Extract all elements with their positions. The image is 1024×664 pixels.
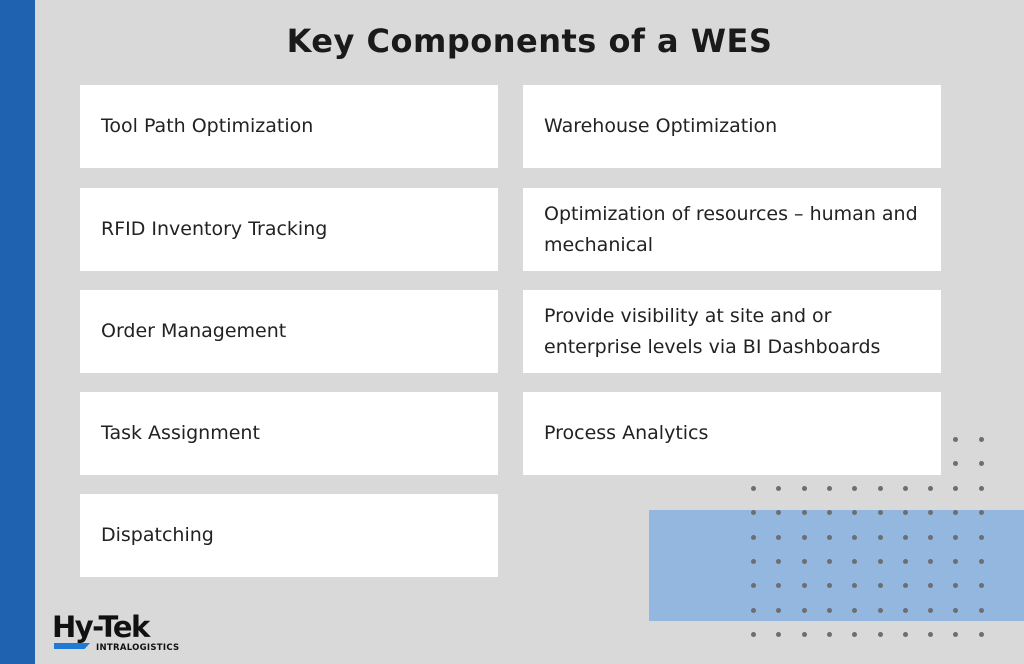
decorative-dot <box>751 485 756 491</box>
left-accent-bar <box>0 0 35 664</box>
decorative-dot <box>852 583 858 589</box>
decorative-dot <box>751 510 756 516</box>
decorative-dot <box>902 510 908 516</box>
decorative-dot <box>978 461 984 467</box>
component-label: Tool Path Optimization <box>101 115 314 137</box>
decorative-dot <box>826 510 832 516</box>
decorative-dot <box>776 632 782 638</box>
decorative-dot <box>852 632 858 638</box>
decorative-dot <box>953 583 959 589</box>
decorative-dot <box>953 559 959 564</box>
component-label: Provide visibility at site and or enterp… <box>544 304 881 358</box>
decorative-dot <box>776 583 782 589</box>
decorative-dot <box>928 534 934 540</box>
decorative-dot <box>978 559 984 564</box>
decorative-dot <box>902 534 908 540</box>
decorative-dot <box>826 607 832 613</box>
decorative-dot <box>751 607 756 613</box>
decorative-dot <box>801 607 807 613</box>
decorative-dot <box>852 510 858 516</box>
decorative-dot <box>826 485 832 491</box>
decorative-dot <box>801 510 807 516</box>
decorative-dot <box>978 510 984 516</box>
decorative-dot <box>852 559 858 564</box>
decorative-dot <box>877 607 883 613</box>
decorative-dot <box>928 607 934 613</box>
decorative-dot <box>928 583 934 589</box>
logo-swoosh-icon <box>54 643 90 649</box>
decorative-dot <box>776 559 782 564</box>
decorative-dot <box>826 583 832 589</box>
decorative-dot <box>826 559 832 564</box>
component-label: Task Assignment <box>101 422 260 444</box>
decorative-dot <box>776 485 782 491</box>
decorative-dot <box>801 485 807 491</box>
decorative-dot <box>776 510 782 516</box>
decorative-dot <box>953 485 959 491</box>
decorative-dot <box>953 437 959 442</box>
decorative-dot <box>928 510 934 516</box>
decorative-dot <box>776 607 782 613</box>
decorative-dot <box>902 583 908 589</box>
decorative-dot <box>978 437 984 442</box>
decorative-dot <box>953 632 959 638</box>
decorative-dot <box>978 607 984 613</box>
component-label: Optimization of resources – human and me… <box>544 202 918 256</box>
decorative-dot <box>928 485 934 491</box>
decorative-dot <box>877 534 883 540</box>
decorative-dot <box>877 632 883 638</box>
component-card: Warehouse Optimization <box>523 85 941 168</box>
decorative-dot <box>953 461 959 467</box>
decorative-dot <box>877 583 883 589</box>
component-card: RFID Inventory Tracking <box>80 188 498 271</box>
decorative-dot <box>852 534 858 540</box>
decorative-dot <box>801 632 807 638</box>
component-label: Dispatching <box>101 524 214 546</box>
decorative-dot <box>978 485 984 491</box>
component-label: Warehouse Optimization <box>544 115 778 137</box>
decorative-dot <box>928 632 934 638</box>
decorative-dot <box>953 510 959 516</box>
component-label: RFID Inventory Tracking <box>101 218 328 240</box>
decorative-dot <box>852 607 858 613</box>
component-label: Order Management <box>101 320 287 342</box>
decorative-dot <box>902 607 908 613</box>
decorative-dot <box>751 632 756 638</box>
decorative-dot <box>751 559 756 564</box>
decorative-dot <box>953 534 959 540</box>
component-card: Dispatching <box>80 494 498 577</box>
decorative-dot <box>902 632 908 638</box>
decorative-dot <box>852 485 858 491</box>
decorative-dot <box>877 485 883 491</box>
logo-wordmark: Hy-Tek <box>52 610 150 644</box>
decorative-dot <box>877 559 883 564</box>
component-card: Order Management <box>80 290 498 373</box>
decorative-dot <box>801 559 807 564</box>
component-card: Optimization of resources – human and me… <box>523 188 941 271</box>
decorative-dot <box>826 632 832 638</box>
decorative-dot <box>801 583 807 589</box>
component-card: Task Assignment <box>80 392 498 475</box>
page-title: Key Components of a WES <box>286 22 773 60</box>
decorative-dot <box>978 583 984 589</box>
decorative-dot <box>826 534 832 540</box>
component-card: Process Analytics <box>523 392 941 475</box>
decorative-dot <box>801 534 807 540</box>
decorative-dot <box>953 607 959 613</box>
decorative-dot <box>877 510 883 516</box>
decorative-dot <box>776 534 782 540</box>
hytek-logo: Hy-Tek INTRALOGISTICS <box>52 612 182 658</box>
decorative-dot <box>751 583 756 589</box>
logo-tagline: INTRALOGISTICS <box>96 643 180 653</box>
component-card: Provide visibility at site and or enterp… <box>523 290 941 373</box>
decorative-blue-rectangle <box>649 510 1024 621</box>
decorative-dot <box>928 559 934 564</box>
component-card: Tool Path Optimization <box>80 85 498 168</box>
decorative-dot <box>978 534 984 540</box>
decorative-dot <box>902 485 908 491</box>
decorative-dot <box>902 559 908 564</box>
decorative-dot <box>751 534 756 540</box>
component-label: Process Analytics <box>544 422 709 444</box>
decorative-dot <box>978 632 984 638</box>
